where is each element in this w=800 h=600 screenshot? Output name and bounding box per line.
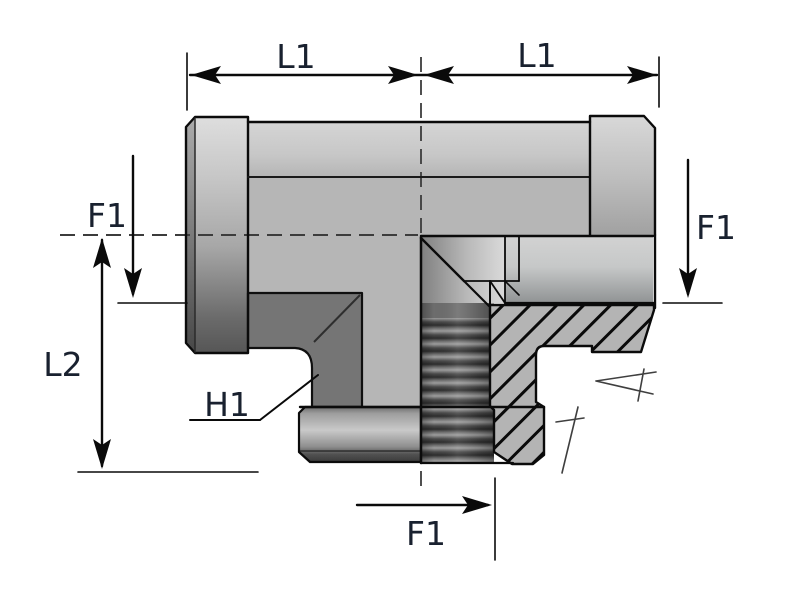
right-port-bore [505,237,653,303]
body-main [248,177,590,407]
cone-facet-mid [489,280,506,304]
dimensions [77,52,723,561]
body-outlines [184,114,657,465]
tube-top-strip [248,122,590,177]
cone-facet-left [462,279,491,308]
dim-f1-left [117,154,188,304]
leader-h1 [189,374,319,421]
flange-outline [588,114,657,237]
taper-symbol-upper [595,368,657,402]
label-f1-bottom: F1 [406,514,446,553]
bottom-hex-nut [297,405,423,464]
label-l1-right: L1 [517,36,556,75]
cone-facet-right [504,280,520,296]
label-f1-left: F1 [87,196,127,235]
collar-chamfer-band [186,117,195,353]
cone-hypotenuse [419,236,466,283]
thread-shading [421,303,494,463]
dim-l1 [186,52,660,111]
counterbore-cone [421,237,505,303]
section-hatch [488,303,656,466]
counterbore-edges [419,236,520,453]
right-hex-flange [590,116,655,235]
label-l2: L2 [43,345,82,384]
dim-l2 [77,236,259,473]
dimension-labels: L1 L1 F1 F1 F1 L2 H1 [43,36,736,553]
collar-face [186,117,248,353]
fitting-body [186,116,656,466]
underside-chamfer-edge [313,294,361,343]
hatch-lines [488,303,656,466]
left-hex-collar [186,117,248,353]
label-l1-left: L1 [276,37,315,76]
collar-outline [184,115,250,355]
taper-symbol-lower [555,406,585,474]
thread-bore [421,303,494,463]
label-h1: H1 [204,385,250,424]
h1-leader-line [259,374,319,421]
taper-symbols [555,368,657,474]
dim-f1-bottom [355,477,496,561]
dim-f1-right [662,158,723,304]
label-f1-right: F1 [696,208,736,247]
